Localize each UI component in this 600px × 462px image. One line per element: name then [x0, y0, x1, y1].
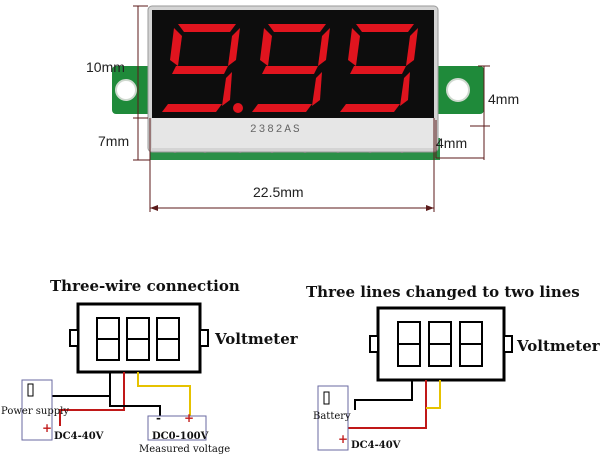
left-wiring-svg: [21, 302, 209, 441]
measured-voltage-label: Measured voltage: [139, 444, 231, 455]
dimension-lines: [133, 5, 490, 212]
left-minus-sign: -: [156, 411, 161, 425]
left-digit-outlines: [96, 317, 180, 361]
battery-voltage-label: DC4-40V: [351, 440, 401, 451]
wire-red: [59, 372, 125, 426]
module-illustration: [112, 5, 490, 212]
measured-range-label: DC0-100V: [152, 431, 209, 442]
left-plus-sign: +: [42, 421, 53, 435]
right-voltmeter-label: Voltmeter: [517, 337, 600, 355]
module-photo: 2382AS 10mm 7mm 4mm 4mm 22.5mm: [86, 5, 520, 212]
left-voltmeter-label: Voltmeter: [215, 330, 298, 348]
left-measured-plus: +: [184, 411, 195, 425]
mount-hole-left: [115, 79, 137, 101]
mount-hole-right: [446, 78, 470, 102]
display-digits: [162, 24, 418, 113]
wire-yellow: [137, 372, 191, 416]
battery-box: [317, 385, 349, 451]
left-wiring-diagram: + - +: [0, 298, 300, 458]
chip-marking: 2382AS: [250, 124, 302, 136]
right-diagram-title: Three lines changed to two lines: [306, 283, 580, 301]
right-wire-black: [354, 380, 413, 410]
power-supply-box: [21, 379, 53, 441]
right-wiring-diagram: +: [300, 304, 600, 458]
left-diagram-title: Three-wire connection: [50, 277, 240, 295]
dim-height-top: 10mm: [86, 59, 125, 75]
battery-label: Battery: [313, 411, 351, 422]
dim-mount-hole: 4mm: [488, 91, 520, 107]
frame-lower: [152, 118, 434, 148]
right-wire-red: [339, 380, 427, 434]
right-plus-sign: +: [338, 432, 349, 446]
dim-width: 22.5mm: [253, 184, 304, 200]
dim-tab-width: 4mm: [436, 135, 468, 151]
measured-voltage-box: [147, 415, 207, 441]
power-supply-label: Power supply: [1, 406, 70, 417]
right-digit-outlines: [397, 321, 483, 367]
right-wiring-svg: [317, 306, 513, 451]
dim-height-bottom: 7mm: [98, 133, 130, 149]
right-wire-yellow: [426, 380, 441, 409]
power-voltage-label: DC4-40V: [54, 431, 104, 442]
